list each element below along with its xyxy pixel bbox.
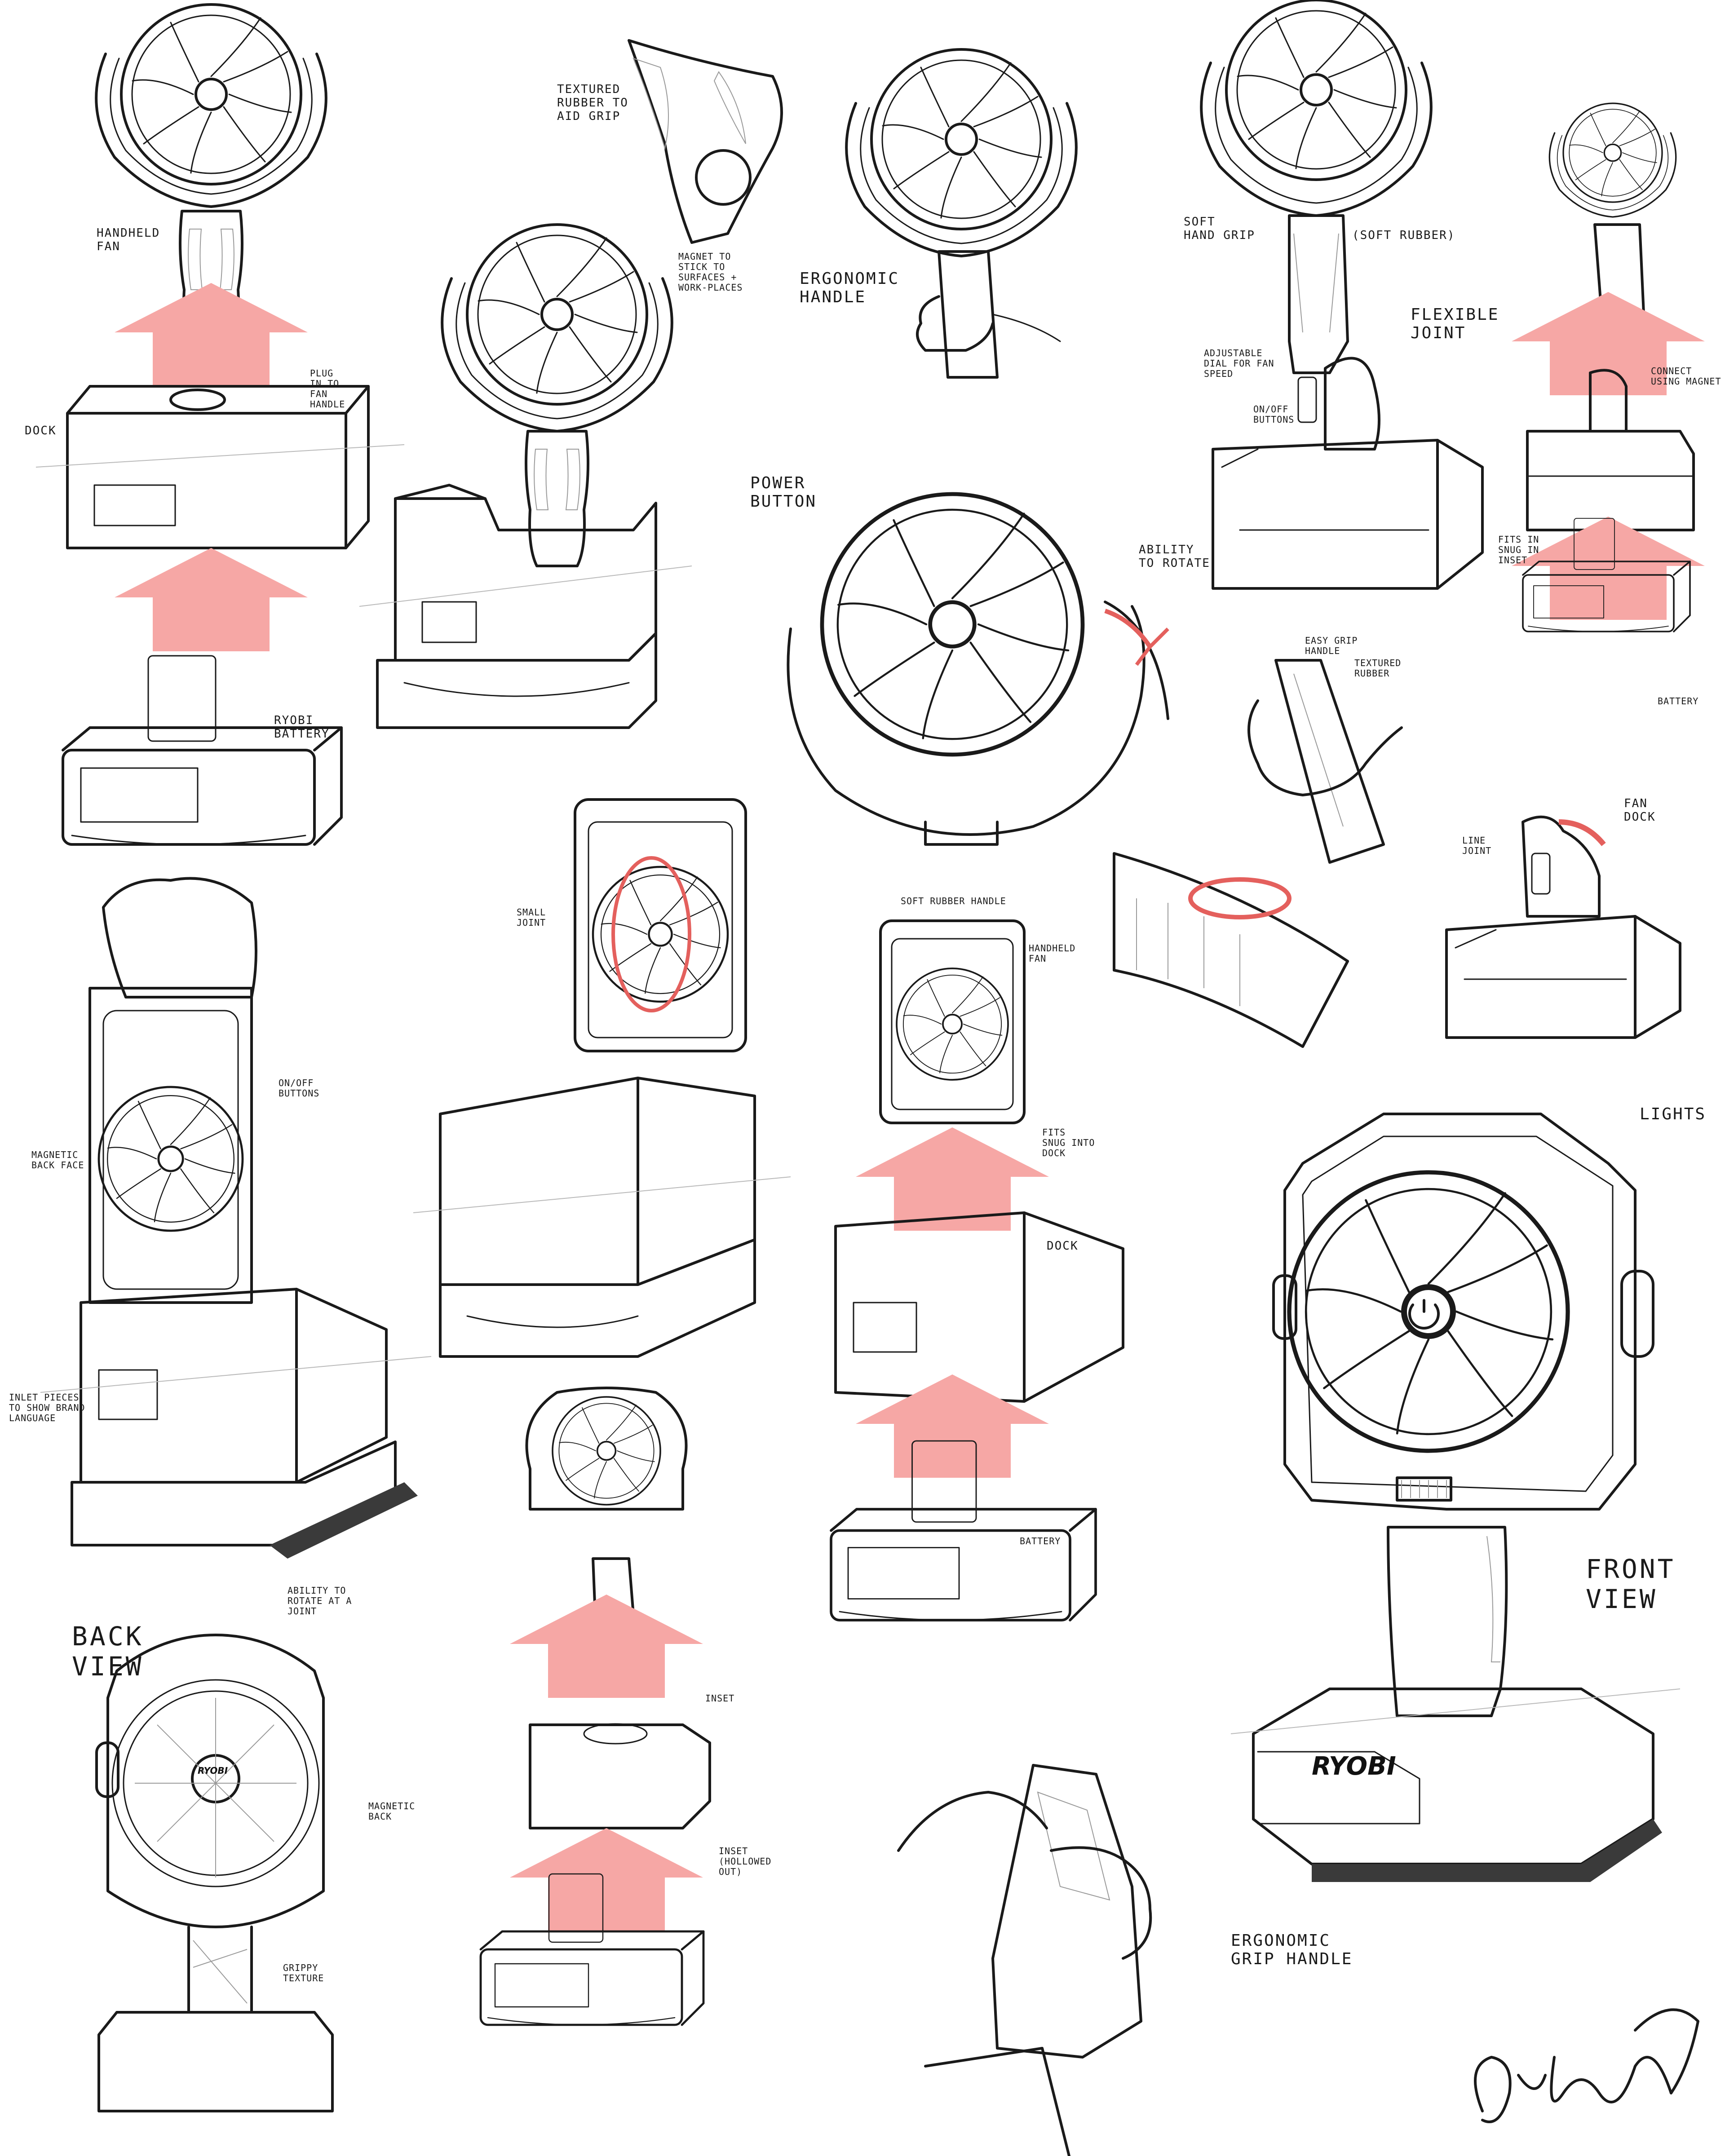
- label-magnetic-back-face: MAGNETIC BACK FACE: [31, 1149, 84, 1171]
- sketch-small-fan-exploded: [1512, 102, 1705, 632]
- sketch-fan-flexible-joint: [1201, 0, 1484, 590]
- label-magnetic-back: MAGNETIC BACK: [368, 1801, 416, 1822]
- sketch-hand-grip-closeup: [897, 1764, 1152, 2156]
- label-on-off-buttons: ON/OFF BUTTONS: [1253, 404, 1295, 425]
- sketch-handheld-fan-exploded: [35, 4, 405, 844]
- label-ability-rotate-joint: ABILITY TO ROTATE AT A JOINT: [288, 1585, 352, 1617]
- sketch-easy-grip-hand: [1247, 659, 1403, 864]
- sketch-fan-in-hand: [846, 49, 1076, 379]
- label-ergonomic-grip-handle: ERGONOMIC GRIP HANDLE: [1231, 1931, 1353, 1969]
- sketch-rotating-joint: [1113, 852, 1349, 1048]
- sketch-power-button-fan: [787, 494, 1169, 846]
- label-fan-dock: FAN DOCK: [1624, 797, 1656, 824]
- label-dock: DOCK: [25, 424, 57, 437]
- label-fits-snug-into-dock: FITS SNUG INTO DOCK: [1042, 1127, 1095, 1158]
- sketch-handle-detail: [628, 39, 783, 244]
- label-battery: BATTERY: [1658, 696, 1699, 707]
- label-front-view: FRONT VIEW: [1586, 1554, 1676, 1614]
- label-grippy-texture: GRIPPY TEXTURE: [283, 1962, 324, 1984]
- label-dock-2: DOCK: [1047, 1239, 1079, 1253]
- sketch-square-fan-carried: [40, 877, 432, 1559]
- label-ryobi-battery: RYOBI BATTERY: [274, 714, 330, 741]
- label-textured-rubber-2: TEXTURED RUBBER: [1354, 658, 1402, 679]
- label-ergonomic-handle: ERGONOMIC HANDLE: [800, 270, 900, 307]
- label-on-off-buttons-2: ON/OFF BUTTONS: [279, 1078, 320, 1099]
- label-ability-to-rotate: ABILITY TO ROTATE: [1139, 543, 1210, 570]
- brand-ryobi-front: RYOBI: [1312, 1752, 1396, 1781]
- sketch-square-fan-exploded: [831, 919, 1124, 1620]
- label-fits-in-snug-inset: FITS IN SNUG IN INSET: [1498, 534, 1539, 566]
- label-adjustable-dial: ADJUSTABLE DIAL FOR FAN SPEED: [1204, 348, 1274, 379]
- label-lights: LIGHTS: [1640, 1105, 1707, 1123]
- label-power-button: POWER BUTTON: [750, 474, 817, 511]
- label-inset: INSET: [705, 1693, 735, 1704]
- label-plug-into-handle: PLUG IN TO FAN HANDLE: [310, 368, 345, 410]
- label-line-joint: LINE JOINT: [1462, 835, 1492, 856]
- sketch-fan-stack-inset: [481, 1387, 711, 2025]
- sketch-back-view: [95, 1634, 334, 2112]
- label-battery-2: BATTERY: [1020, 1536, 1061, 1546]
- label-soft-rubber: (SOFT RUBBER): [1352, 229, 1455, 242]
- label-back-view: BACK VIEW: [72, 1621, 144, 1682]
- label-small-joint: SMALL JOINT: [517, 907, 546, 928]
- label-connect-using-magnet: CONNECT USING MAGNET: [1651, 366, 1721, 387]
- label-textured-rubber: TEXTURED RUBBER TO AID GRIP: [557, 83, 628, 123]
- dock-1: [66, 412, 347, 549]
- label-inset-hollowed: INSET (HOLLOWED OUT): [719, 1846, 772, 1877]
- sketch-small-joint-fan: [413, 798, 791, 1358]
- label-flexible-joint: FLEXIBLE JOINT: [1411, 305, 1499, 343]
- label-inlet-pieces: INLET PIECES TO SHOW BRAND LANGUAGE: [9, 1392, 85, 1423]
- label-handheld-fan-2: HANDHELD FAN: [1029, 943, 1076, 964]
- sketch-fan-dock: [1445, 815, 1681, 1039]
- sketch-fan-on-dock: [359, 225, 692, 729]
- label-soft-hand-grip: SOFT HAND GRIP: [1184, 215, 1255, 242]
- label-handheld-fan: HANDHELD FAN: [97, 226, 160, 253]
- sketch-front-view: [1230, 1113, 1681, 1882]
- label-easy-grip-handle: EASY GRIP HANDLE: [1305, 635, 1358, 656]
- brand-ryobi-back: RYOBI: [198, 1765, 228, 1776]
- signature-mark: [1474, 2008, 1699, 2123]
- label-magnet-stick: MAGNET TO STICK TO SURFACES + WORK-PLACE…: [678, 251, 743, 293]
- label-soft-rubber-handle: SOFT RUBBER HANDLE: [901, 896, 1006, 906]
